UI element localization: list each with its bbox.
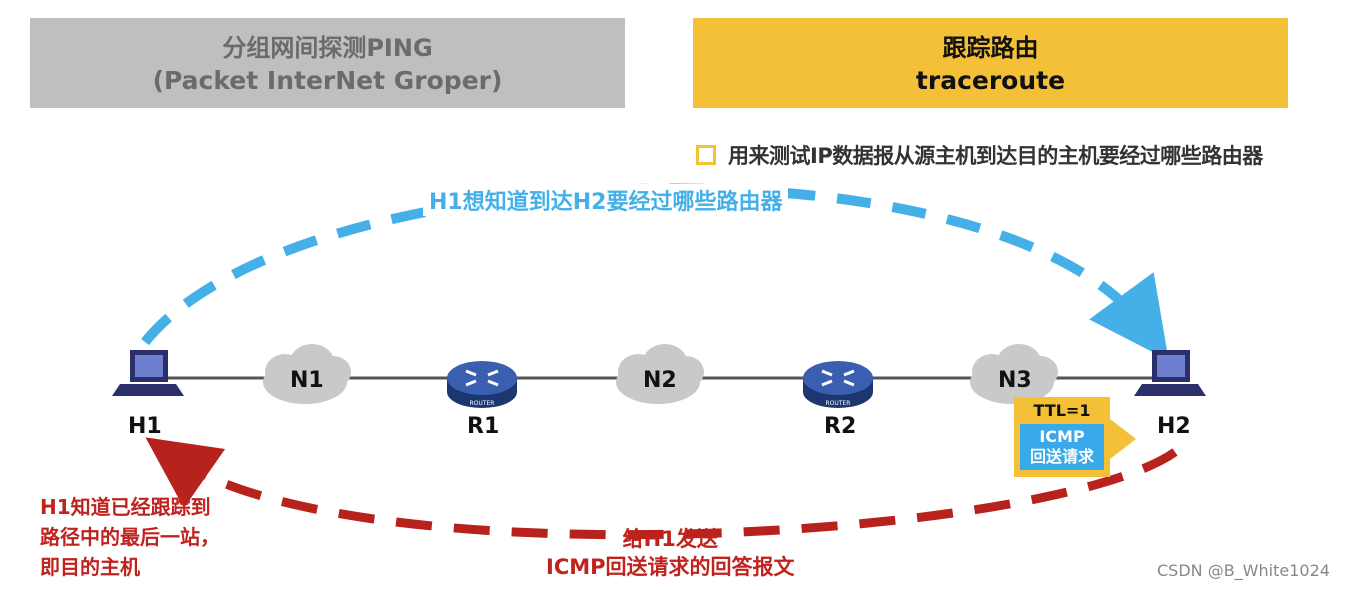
cloud-n2 [616, 344, 704, 404]
host-h1-label: H1 [128, 414, 162, 439]
completion-note-line2: 路径中的最后一站， [40, 525, 220, 549]
tab-traceroute-subtitle: traceroute [915, 66, 1066, 95]
packet-type: ICMP 回送请求 [1020, 424, 1104, 470]
router-r2-label: R2 [824, 414, 857, 439]
cloud-n1 [263, 344, 351, 404]
tab-ping[interactable]: 分组网间探测PING (Packet InterNet Groper) [30, 18, 625, 108]
packet-direction-arrow-icon [1110, 419, 1136, 459]
network-n2-label: N2 [643, 368, 677, 393]
tab-ping-subtitle: (Packet InterNet Groper) [152, 66, 503, 95]
host-h1-icon [112, 350, 184, 396]
router-r1-caption: ROUTER [470, 400, 495, 407]
tab-ping-title: 分组网间探测PING [222, 34, 433, 62]
packet-type-line1: ICMP [1039, 427, 1085, 446]
host-h2-label: H2 [1157, 414, 1191, 439]
reply-note-line1: 给H1发送 [622, 527, 718, 551]
request-note: H1想知道到达H2要经过哪些路由器 [423, 184, 789, 216]
network-n3-label: N3 [998, 368, 1032, 393]
completion-note-line1: H1知道已经跟踪到 [40, 495, 211, 519]
network-n1-label: N1 [290, 368, 324, 393]
router-r2-icon: ROUTER [803, 361, 873, 408]
reply-note-line2: ICMP回送请求的回答报文 [546, 555, 795, 579]
completion-note: H1知道已经跟踪到 路径中的最后一站， 即目的主机 [40, 492, 220, 582]
packet-type-line2: 回送请求 [1029, 447, 1094, 466]
tab-traceroute[interactable]: 跟踪路由 traceroute [693, 18, 1288, 108]
cloud-n3 [970, 344, 1058, 404]
router-r1-label: R1 [467, 414, 500, 439]
watermark: CSDN @B_White1024 [1157, 561, 1330, 580]
request-path-arrow [141, 183, 1169, 361]
tab-traceroute-title: 跟踪路由 [942, 34, 1039, 62]
packet-ttl: TTL=1 [1033, 401, 1091, 420]
router-r1-icon: ROUTER [447, 361, 517, 408]
reply-note: 给H1发送 ICMP回送请求的回答报文 [546, 525, 795, 581]
host-h2-icon [1134, 350, 1206, 396]
traceroute-description: 用来测试IP数据报从源主机到达目的主机要经过哪些路由器 [696, 140, 1263, 170]
description-text: 用来测试IP数据报从源主机到达目的主机要经过哪些路由器 [728, 144, 1263, 168]
completion-note-line3: 即目的主机 [40, 555, 140, 579]
router-r2-caption: ROUTER [826, 400, 851, 407]
reply-path-arrow [145, 437, 1178, 540]
icmp-packet: TTL=1 ICMP 回送请求 [1014, 397, 1110, 477]
bullet-square-icon [696, 145, 716, 165]
